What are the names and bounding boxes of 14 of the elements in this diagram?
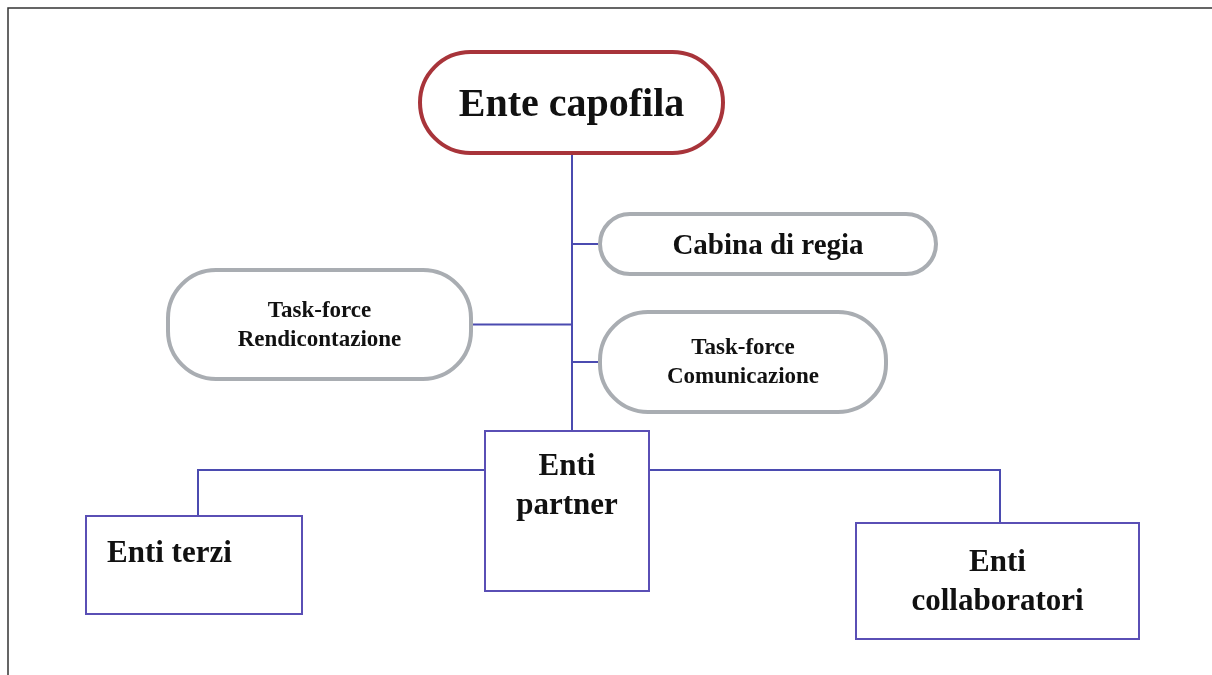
node-label: Enti terzi (107, 533, 232, 571)
node-label: Cabina di regia (672, 226, 864, 262)
connector-line (571, 154, 599, 363)
org-box (85, 515, 303, 615)
node-label: Task-force Comunicazione (665, 333, 821, 390)
org-box (484, 430, 650, 592)
node-label: Enti partner (515, 446, 619, 523)
connector-line (197, 469, 485, 516)
connector-line (649, 469, 1001, 523)
node-label: Ente capofila (458, 78, 685, 127)
node-label: Task-force Rendicontazione (236, 295, 403, 353)
node-label: Enti collaboratori (910, 542, 1085, 619)
org-box (855, 522, 1140, 640)
rounded-box (598, 212, 938, 276)
